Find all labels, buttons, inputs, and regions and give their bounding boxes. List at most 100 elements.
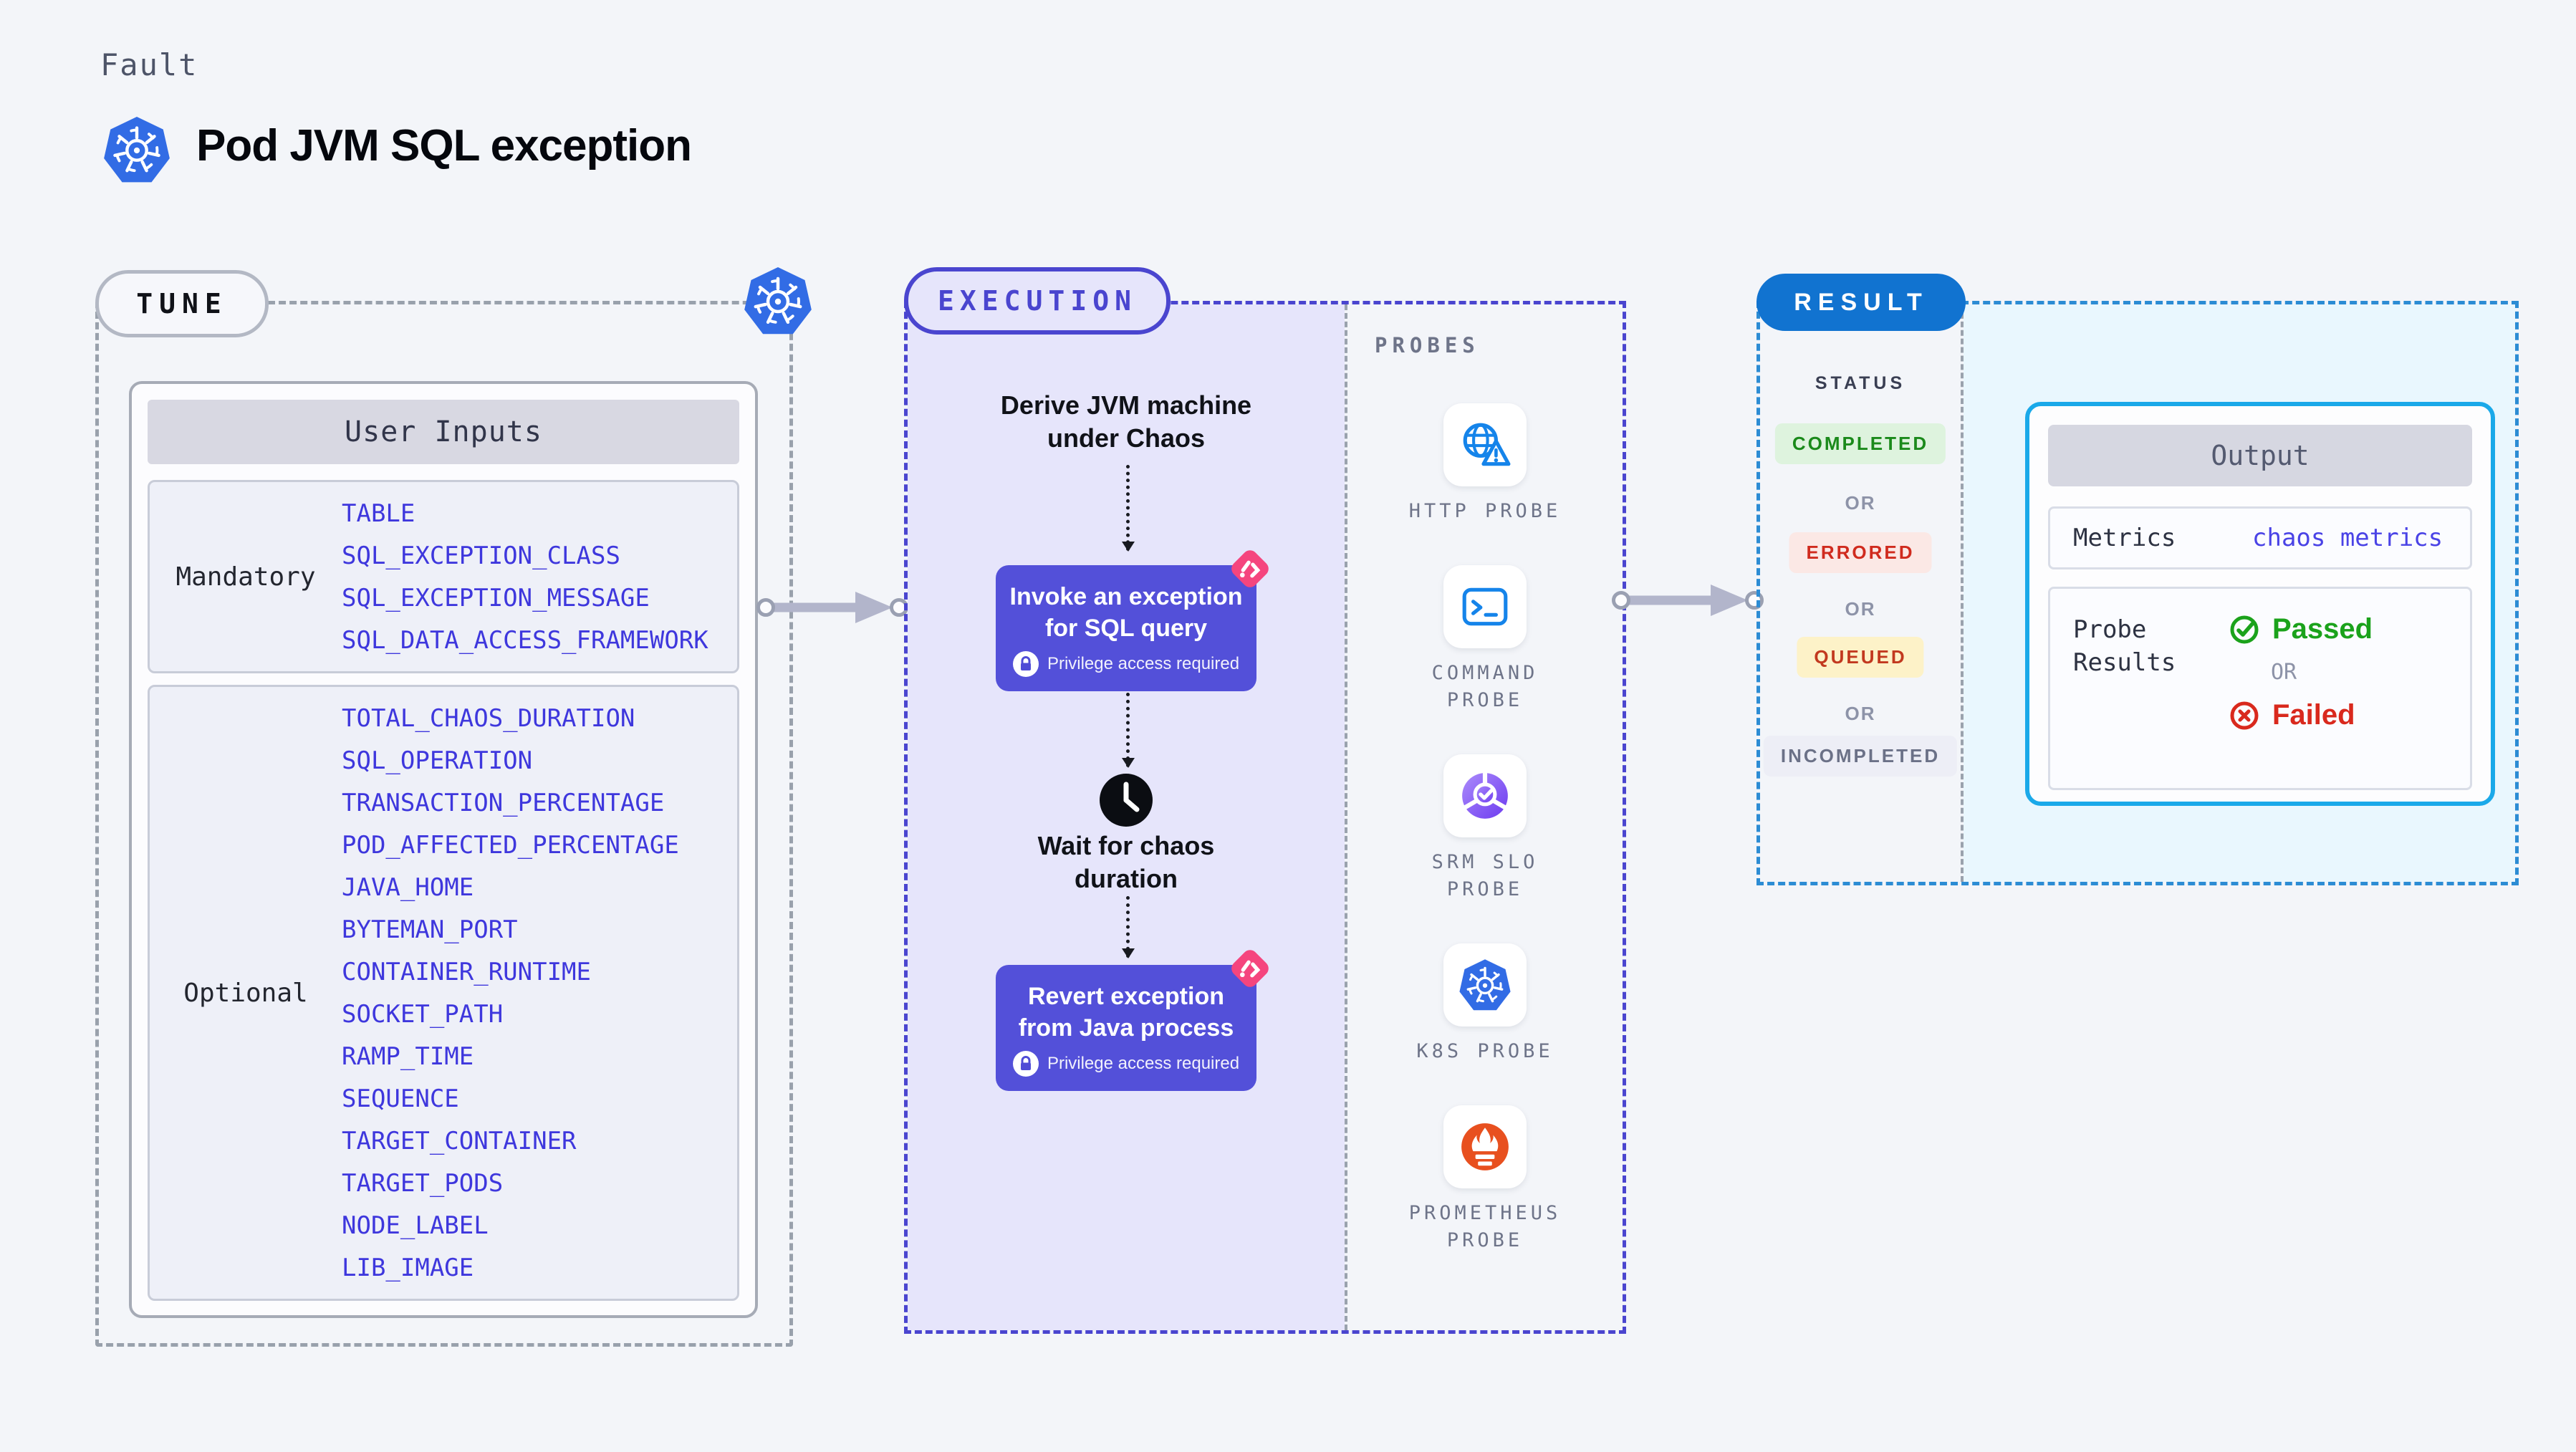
revert-step-card: Revert exception from Java process Privi… — [996, 965, 1256, 1091]
status-column: STATUS COMPLETED OR ERRORED OR QUEUED OR… — [1760, 304, 1964, 882]
user-inputs-table: User Inputs Mandatory TABLE SQL_EXCEPTION… — [129, 381, 758, 1318]
parameter-item: RAMP_TIME — [342, 1042, 474, 1071]
execution-flow-pane: Derive JVM machine under Chaos Invoke an… — [908, 304, 1345, 1330]
probe-item-command: COMMAND PROBE — [1390, 565, 1580, 714]
or-separator: OR — [1845, 703, 1876, 724]
lock-icon — [1013, 651, 1039, 677]
probe-item-prometheus: PROMETHEUS PROBE — [1390, 1105, 1580, 1254]
flow-connector — [1122, 465, 1135, 552]
probe-card — [1443, 1105, 1527, 1188]
parameter-item: SQL_OPERATION — [342, 746, 533, 775]
probe-card — [1443, 565, 1527, 648]
flow-connector — [1122, 896, 1135, 958]
probe-list: HTTP PROBE COMMAND PROBE — [1347, 403, 1623, 1254]
privilege-note: Privilege access required — [1047, 1054, 1240, 1073]
failed-row: Failed — [2229, 699, 2447, 731]
terminal-icon — [1462, 587, 1508, 626]
status-badge-incompleted: INCOMPLETED — [1763, 736, 1958, 777]
probe-card — [1443, 754, 1527, 837]
status-badge-queued: QUEUED — [1797, 637, 1924, 678]
probe-label: HTTP PROBE — [1408, 500, 1562, 522]
passed-row: Passed — [2229, 613, 2447, 645]
optional-label: Optional — [183, 978, 308, 1008]
status-badge-completed: COMPLETED — [1774, 423, 1946, 464]
probe-item-srm-slo: SRM SLO PROBE — [1390, 754, 1580, 903]
chaos-step-icon — [1226, 545, 1274, 592]
parameter-item: NODE_LABEL — [342, 1211, 489, 1240]
probe-item-http: HTTP PROBE — [1409, 403, 1562, 525]
probe-label: COMMAND PROBE — [1431, 662, 1539, 711]
parameter-item: LIB_IMAGE — [342, 1253, 474, 1282]
parameter-item: TARGET_CONTAINER — [342, 1126, 577, 1155]
execution-badge: EXECUTION — [904, 267, 1171, 335]
probe-results-label: Probe Results — [2073, 615, 2176, 677]
result-badge: RESULT — [1756, 274, 1966, 331]
lock-icon — [1013, 1051, 1039, 1077]
parameter-item: SQL_DATA_ACCESS_FRAMEWORK — [342, 625, 708, 655]
revert-step-title: Revert exception from Java process — [1018, 983, 1234, 1042]
wait-step-label: Wait for chaos duration — [1037, 831, 1215, 893]
kubernetes-logo-icon — [102, 113, 172, 186]
probe-label: SRM SLO PROBE — [1431, 851, 1539, 900]
tune-kubernetes-icon — [742, 264, 814, 338]
globe-alert-icon — [1463, 423, 1511, 466]
passed-label: Passed — [2272, 613, 2373, 645]
invoke-step-card: Invoke an exception for SQL query Privil… — [996, 565, 1256, 691]
prometheus-icon — [1461, 1123, 1509, 1170]
metrics-label: Metrics — [2073, 524, 2176, 552]
passed-check-icon — [2230, 615, 2259, 643]
page-title: Pod JVM SQL exception — [196, 121, 692, 170]
invoke-step-title: Invoke an exception for SQL query — [1009, 583, 1243, 642]
probe-label: K8S PROBE — [1416, 1040, 1554, 1062]
execution-to-result-arrow-icon — [1612, 585, 1764, 616]
status-heading: STATUS — [1815, 373, 1906, 393]
probe-results-row: Probe Results Passed OR — [2048, 587, 2472, 790]
parameter-item: TRANSACTION_PERCENTAGE — [342, 788, 665, 817]
probe-item-k8s: K8S PROBE — [1416, 943, 1553, 1065]
optional-group: Optional TOTAL_CHAOS_DURATION SQL_OPERATI… — [148, 685, 739, 1301]
failed-label: Failed — [2272, 699, 2355, 731]
probe-results-values: Passed OR Failed — [2229, 613, 2447, 764]
parameter-item: TOTAL_CHAOS_DURATION — [342, 703, 635, 733]
output-header: Output — [2048, 425, 2472, 486]
chaos-step-icon — [1226, 945, 1274, 992]
parameter-item: SQL_EXCEPTION_CLASS — [342, 541, 620, 570]
or-separator: OR — [1845, 598, 1876, 620]
failed-x-icon — [2230, 701, 2259, 729]
status-badge-errored: ERRORED — [1789, 532, 1932, 573]
privilege-note: Privilege access required — [1047, 654, 1240, 673]
tune-badge: TUNE — [95, 270, 269, 337]
optional-params-list: TOTAL_CHAOS_DURATION SQL_OPERATION TRANSAC… — [342, 687, 737, 1299]
derive-step-label: Derive JVM machine under Chaos — [1000, 390, 1252, 453]
tune-section — [95, 301, 793, 1347]
probes-panel: PROBES HTTP PR — [1345, 304, 1623, 1330]
mandatory-label: Mandatory — [176, 562, 316, 592]
parameter-item: SOCKET_PATH — [342, 999, 504, 1029]
probe-card — [1443, 403, 1527, 486]
parameter-item: TABLE — [342, 499, 415, 528]
kubernetes-icon — [1458, 958, 1512, 1012]
output-card: Output Metrics chaos metrics Probe Resul… — [2025, 402, 2495, 806]
parameter-item: JAVA_HOME — [342, 872, 474, 902]
metrics-value: chaos metrics — [2252, 524, 2443, 552]
probes-heading: PROBES — [1375, 333, 1480, 357]
flow-connector — [1122, 693, 1135, 768]
parameter-item: SEQUENCE — [342, 1084, 459, 1113]
fault-eyebrow-label: Fault — [100, 47, 198, 82]
user-inputs-header: User Inputs — [148, 400, 739, 464]
parameter-item: POD_AFFECTED_PERCENTAGE — [342, 830, 679, 860]
tune-to-execution-arrow-icon — [756, 592, 908, 623]
metrics-row: Metrics chaos metrics — [2048, 506, 2472, 569]
execution-section: Derive JVM machine under Chaos Invoke an… — [904, 301, 1626, 1334]
probe-card — [1443, 943, 1527, 1027]
result-section: STATUS COMPLETED OR ERRORED OR QUEUED OR… — [1756, 301, 2519, 885]
slo-gauge-icon — [1462, 772, 1508, 819]
parameter-item: TARGET_PODS — [342, 1168, 504, 1198]
parameter-item: BYTEMAN_PORT — [342, 915, 518, 944]
result-output-panel: Output Metrics chaos metrics Probe Resul… — [1964, 304, 2515, 882]
probe-label: PROMETHEUS PROBE — [1408, 1202, 1562, 1251]
wait-clock-icon — [1100, 774, 1153, 827]
or-separator: OR — [2271, 660, 2297, 685]
